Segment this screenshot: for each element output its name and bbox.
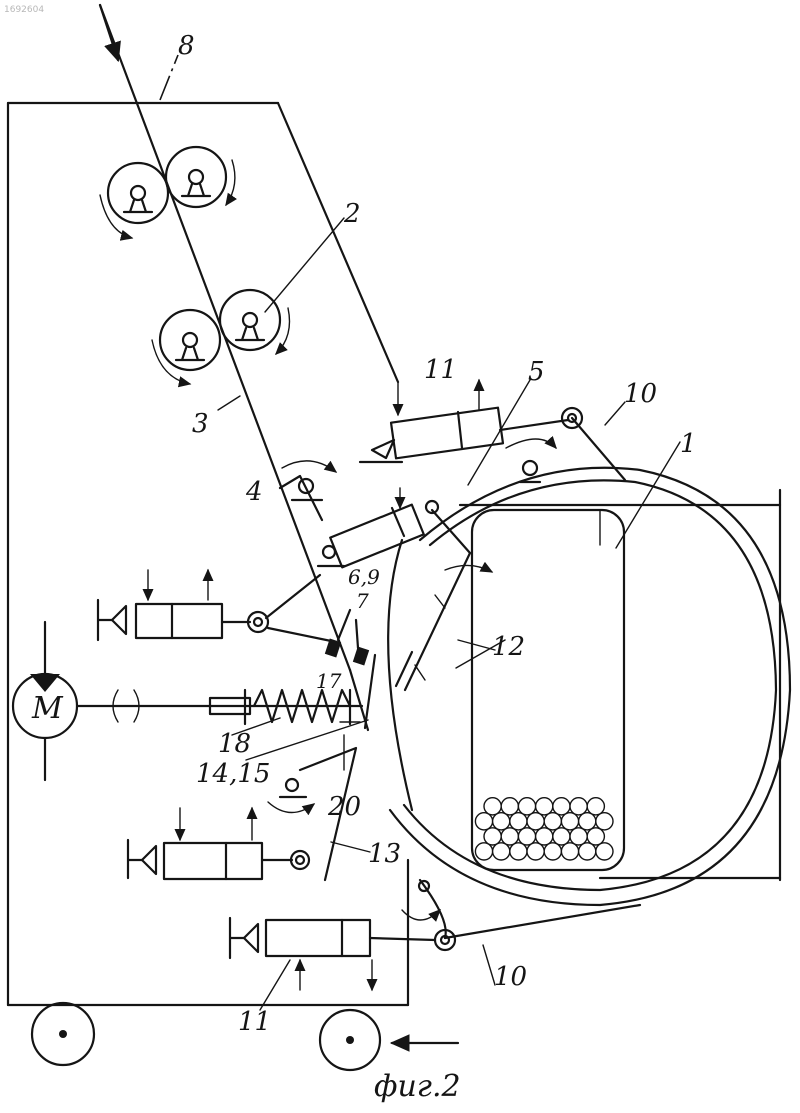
- ball: [553, 798, 570, 815]
- ball: [493, 843, 510, 860]
- cylinder-11-upper: [360, 380, 582, 482]
- label-2: 2: [343, 199, 361, 229]
- label-12: 12: [492, 632, 525, 662]
- ball: [501, 798, 518, 815]
- wheel-left: [32, 1003, 94, 1065]
- label-8: 8: [178, 31, 195, 61]
- label-5: 5: [528, 357, 545, 387]
- corner-number: 1692604: [4, 5, 44, 15]
- ball: [501, 828, 518, 845]
- feed-rollers-upper: [100, 147, 235, 238]
- machine-frame: [8, 103, 408, 1005]
- label-6-9: 6,9: [348, 565, 380, 589]
- ball: [518, 798, 535, 815]
- ball: [587, 828, 604, 845]
- label-14-15: 14,15: [196, 759, 270, 789]
- ball: [596, 843, 613, 860]
- ball: [475, 843, 492, 860]
- ball: [484, 798, 501, 815]
- label-10-lower: 10: [494, 962, 527, 992]
- cylinder-11-lower: [230, 918, 435, 990]
- ball: [536, 828, 553, 845]
- label-13: 13: [368, 839, 401, 869]
- label-17: 17: [316, 669, 342, 693]
- cylinder-left-upper: [98, 570, 336, 642]
- leader-8: [160, 55, 178, 100]
- label-18: 18: [218, 729, 251, 759]
- label-10-upper: 10: [624, 379, 657, 409]
- motor: M: [13, 622, 77, 780]
- figure-caption: фиг.2: [374, 1069, 461, 1104]
- balls: [475, 798, 613, 860]
- cylinder-middle: [318, 488, 424, 567]
- label-4: 4: [245, 477, 263, 507]
- ball: [475, 813, 492, 830]
- wheel-right: [320, 1010, 380, 1070]
- feed-rollers-lower: [152, 290, 290, 384]
- motor-letter: M: [31, 691, 64, 726]
- ball: [579, 843, 596, 860]
- ball: [518, 828, 535, 845]
- lever-4: [280, 461, 336, 520]
- ball: [579, 813, 596, 830]
- ball: [570, 798, 587, 815]
- ball: [493, 813, 510, 830]
- guide-plate-12: [396, 501, 495, 690]
- ball: [561, 843, 578, 860]
- label-1: 1: [680, 429, 697, 459]
- ball: [510, 843, 527, 860]
- label-7: 7: [356, 589, 369, 613]
- label-11-upper: 11: [424, 355, 457, 385]
- ball: [527, 843, 544, 860]
- label-3: 3: [192, 409, 209, 439]
- ball: [484, 828, 501, 845]
- label-20: 20: [327, 792, 361, 822]
- ball: [587, 798, 604, 815]
- labels: 8 2 3 4 11 5 10 1 6,9 7 12 17 18 14,15 2…: [178, 31, 697, 1104]
- shaft-spring-18: [77, 690, 362, 724]
- label-11-lower: 11: [238, 1007, 271, 1037]
- ball: [596, 813, 613, 830]
- ball: [536, 798, 553, 815]
- ball: [570, 828, 587, 845]
- ball: [510, 813, 527, 830]
- ball: [553, 828, 570, 845]
- ball: [544, 813, 561, 830]
- ball: [561, 813, 578, 830]
- ball: [527, 813, 544, 830]
- cylinder-left-lower: [128, 808, 309, 879]
- ball: [544, 843, 561, 860]
